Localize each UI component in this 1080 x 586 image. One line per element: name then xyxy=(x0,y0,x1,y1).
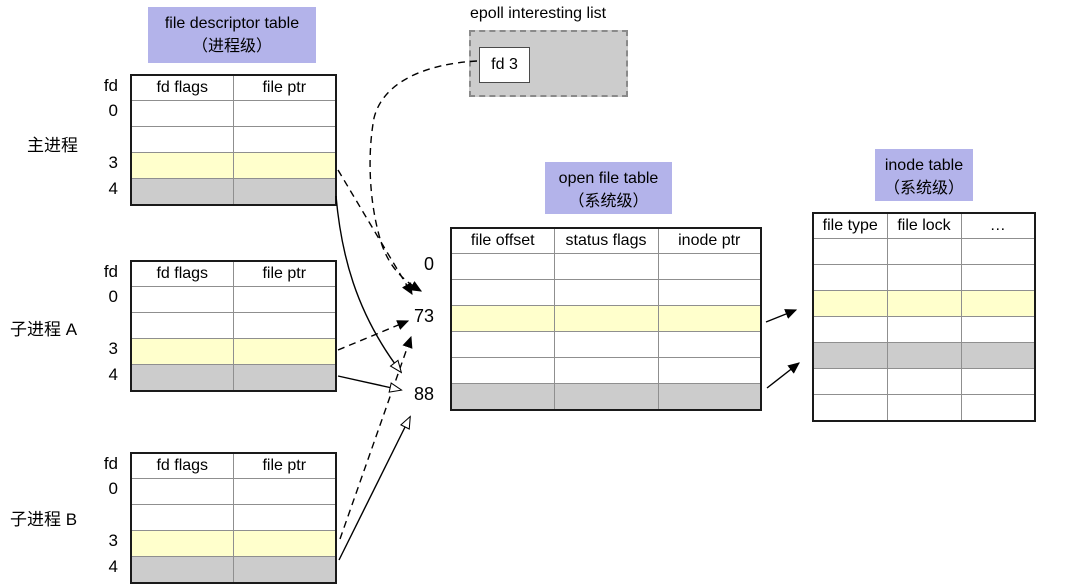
column-header: status flags xyxy=(553,227,659,254)
table-row xyxy=(812,264,1036,291)
row-label: 0 xyxy=(423,253,434,274)
fd-strip-child-b: fd 0 3 4 xyxy=(80,452,124,580)
epoll-title: epoll interesting list xyxy=(470,5,607,22)
fd-table-main: fd flags file ptr xyxy=(130,74,337,206)
arrow-child-b-fd4-to-open-88 xyxy=(338,417,410,561)
column-header: fd flags xyxy=(130,452,234,479)
fd-table-title-badge: file descriptor table （进程级） xyxy=(148,7,316,63)
column-header: file type xyxy=(812,212,888,239)
table-row xyxy=(450,357,762,384)
table-row xyxy=(812,316,1036,343)
row-label xyxy=(80,310,124,336)
fd-corner-label: fd xyxy=(103,76,118,95)
row-label xyxy=(396,355,440,381)
open-file-table-title-line2: （系统级） xyxy=(568,193,649,210)
table-row xyxy=(130,286,337,313)
row-label xyxy=(396,277,440,303)
table-row-highlight-gray xyxy=(450,383,762,410)
row-label: 73 xyxy=(413,305,434,326)
inode-table-title-line2: （系统级） xyxy=(883,180,964,197)
row-label: 4 xyxy=(108,557,118,576)
table-row xyxy=(812,368,1036,395)
column-header: fd flags xyxy=(130,74,234,101)
fd-strip-main: fd 0 3 4 xyxy=(80,74,124,202)
inode-table: file type file lock … xyxy=(812,212,1036,422)
open-file-table-title-badge: open file table （系统级） xyxy=(545,162,672,214)
column-header: file offset xyxy=(450,227,555,254)
table-row xyxy=(812,238,1036,265)
open-file-strip: 0 73 88 xyxy=(396,227,440,407)
column-header: file ptr xyxy=(232,74,337,101)
table-row xyxy=(450,279,762,306)
open-file-table-title-line1: open file table xyxy=(558,170,659,187)
process-label-main: 主进程 xyxy=(27,136,78,155)
table-row xyxy=(130,504,337,531)
fd-table-title-line1: file descriptor table xyxy=(164,15,300,32)
column-header: file ptr xyxy=(232,452,337,479)
open-file-table: file offset status flags inode ptr xyxy=(450,227,762,411)
table-row-highlight-yellow xyxy=(130,152,337,179)
row-label: 88 xyxy=(413,383,434,404)
table-row-highlight-gray xyxy=(130,556,337,583)
column-header: fd flags xyxy=(130,260,234,287)
table-row xyxy=(450,253,762,280)
column-header: file ptr xyxy=(232,260,337,287)
inode-table-title-line1: inode table xyxy=(884,157,964,174)
inode-table-title-badge: inode table （系统级） xyxy=(875,149,973,201)
epoll-list-box: fd 3 xyxy=(469,30,628,97)
process-label-child-b: 子进程 B xyxy=(10,510,78,529)
row-label: 0 xyxy=(108,479,118,498)
table-row xyxy=(130,312,337,339)
table-row xyxy=(130,478,337,505)
row-label: 0 xyxy=(108,101,118,120)
row-label: 3 xyxy=(108,531,118,550)
fd-table-title-line2: （进程级） xyxy=(191,38,272,55)
table-row-highlight-yellow xyxy=(812,290,1036,317)
fd-table-child-a: fd flags file ptr xyxy=(130,260,337,392)
row-label xyxy=(80,502,124,528)
column-header: inode ptr xyxy=(657,227,762,254)
row-label: 3 xyxy=(108,153,118,172)
table-row xyxy=(130,100,337,127)
table-row xyxy=(450,331,762,358)
fd-corner-label: fd xyxy=(103,262,118,281)
row-label xyxy=(396,329,440,355)
row-label: 4 xyxy=(108,179,118,198)
fd-corner-label: fd xyxy=(103,454,118,473)
table-row xyxy=(812,394,1036,421)
table-row xyxy=(130,126,337,153)
table-row-highlight-yellow xyxy=(130,530,337,557)
row-label xyxy=(396,227,440,251)
row-label: 0 xyxy=(108,287,118,306)
epoll-item-fd3: fd 3 xyxy=(479,47,530,83)
table-row-highlight-yellow xyxy=(450,305,762,332)
arrow-open-73-to-inode xyxy=(765,309,798,323)
row-label: 4 xyxy=(108,365,118,384)
row-label xyxy=(80,124,124,150)
table-row-highlight-gray xyxy=(812,342,1036,369)
column-header: … xyxy=(960,212,1036,239)
process-label-child-a: 子进程 A xyxy=(10,320,78,339)
table-row-highlight-gray xyxy=(130,178,337,205)
arrow-child-a-fd4-to-open-88 xyxy=(337,375,401,390)
row-label: 3 xyxy=(108,339,118,358)
fd-table-child-b: fd flags file ptr xyxy=(130,452,337,584)
fd-strip-child-a: fd 0 3 4 xyxy=(80,260,124,388)
table-row-highlight-gray xyxy=(130,364,337,391)
arrow-main-fd4-to-open-88 xyxy=(335,195,401,372)
table-row-highlight-yellow xyxy=(130,338,337,365)
column-header: file lock xyxy=(886,212,962,239)
arrow-open-88-to-inode xyxy=(766,362,800,389)
